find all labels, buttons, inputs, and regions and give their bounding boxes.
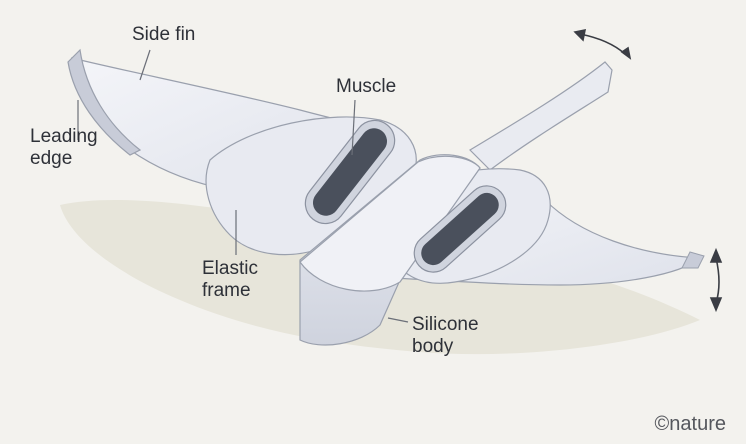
tail-motion-arrow — [573, 28, 632, 60]
leader-silicone-body — [387, 317, 409, 323]
label-leading-edge: Leading edge — [30, 126, 98, 169]
fin-motion-arrow — [709, 247, 723, 313]
nature-credit: ©nature — [654, 413, 726, 435]
silicone-body-top — [299, 155, 481, 292]
leader-muscle — [351, 99, 356, 156]
fin-tip-right — [681, 251, 705, 269]
leading-edge — [67, 48, 142, 156]
leader-side-fin — [139, 49, 151, 81]
label-elastic-frame: Elastic frame — [202, 258, 258, 301]
label-side-fin: Side fin — [132, 24, 196, 45]
tail — [469, 61, 613, 171]
label-silicone-body: Silicone body — [412, 314, 479, 357]
muscle-right — [413, 185, 507, 273]
label-muscle: Muscle — [336, 76, 397, 97]
muscle-left — [304, 119, 396, 225]
